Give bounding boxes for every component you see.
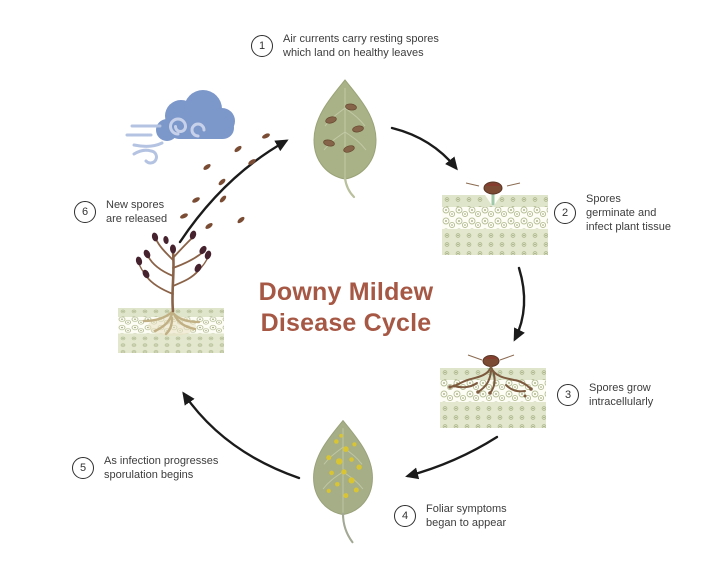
step-3-number-badge: 3 bbox=[557, 384, 579, 406]
wind-cloud-icon bbox=[125, 90, 235, 165]
sporangiophore-icon bbox=[118, 230, 224, 353]
diagram-title: Downy Mildew Disease Cycle bbox=[228, 277, 464, 339]
step-3: 3 Spores grow intracellularly bbox=[557, 381, 653, 409]
step-6-label: New spores are released bbox=[106, 199, 168, 225]
step-3-label: Spores grow intracellularly bbox=[589, 382, 654, 408]
step-6-number-badge: 6 bbox=[74, 201, 96, 223]
step-4: 4 Foliar symptoms began to appear bbox=[394, 502, 507, 530]
step-5: 5 As infection progresses sporulation be… bbox=[72, 454, 218, 482]
arrow-leaf-to-germination bbox=[390, 126, 458, 171]
tissue-germination-icon bbox=[442, 181, 548, 255]
arrow-intracellular-to-foliar bbox=[405, 435, 499, 480]
step-1: 1 Air currents carry resting spores whic… bbox=[251, 32, 439, 60]
tissue-intracellular-icon bbox=[440, 354, 546, 428]
step-2: 2 Spores germinate and infect plant tiss… bbox=[554, 192, 671, 234]
step-5-label: As infection progresses sporulation begi… bbox=[104, 455, 219, 481]
step-4-label: Foliar symptoms began to appear bbox=[426, 503, 507, 529]
step-2-label: Spores germinate and infect plant tissue bbox=[586, 193, 671, 233]
arrow-spores-to-leaf bbox=[178, 139, 289, 244]
infected-leaf-icon bbox=[313, 419, 373, 544]
step-6: 6 New spores are released bbox=[74, 198, 167, 226]
healthy-leaf-icon bbox=[313, 79, 377, 199]
flying-spores-icon bbox=[180, 133, 270, 229]
arrow-foliar-to-sporulation bbox=[182, 391, 301, 480]
step-2-number-badge: 2 bbox=[554, 202, 576, 224]
step-1-label: Air currents carry resting spores which … bbox=[283, 33, 439, 59]
step-4-number-badge: 4 bbox=[394, 505, 416, 527]
diagram-title-line2: Disease Cycle bbox=[260, 309, 432, 337]
diagram-title-line1: Downy Mildew bbox=[258, 278, 434, 306]
arrow-germination-to-intracellular bbox=[513, 266, 526, 342]
step-5-number-badge: 5 bbox=[72, 457, 94, 479]
step-1-number-badge: 1 bbox=[251, 35, 273, 57]
